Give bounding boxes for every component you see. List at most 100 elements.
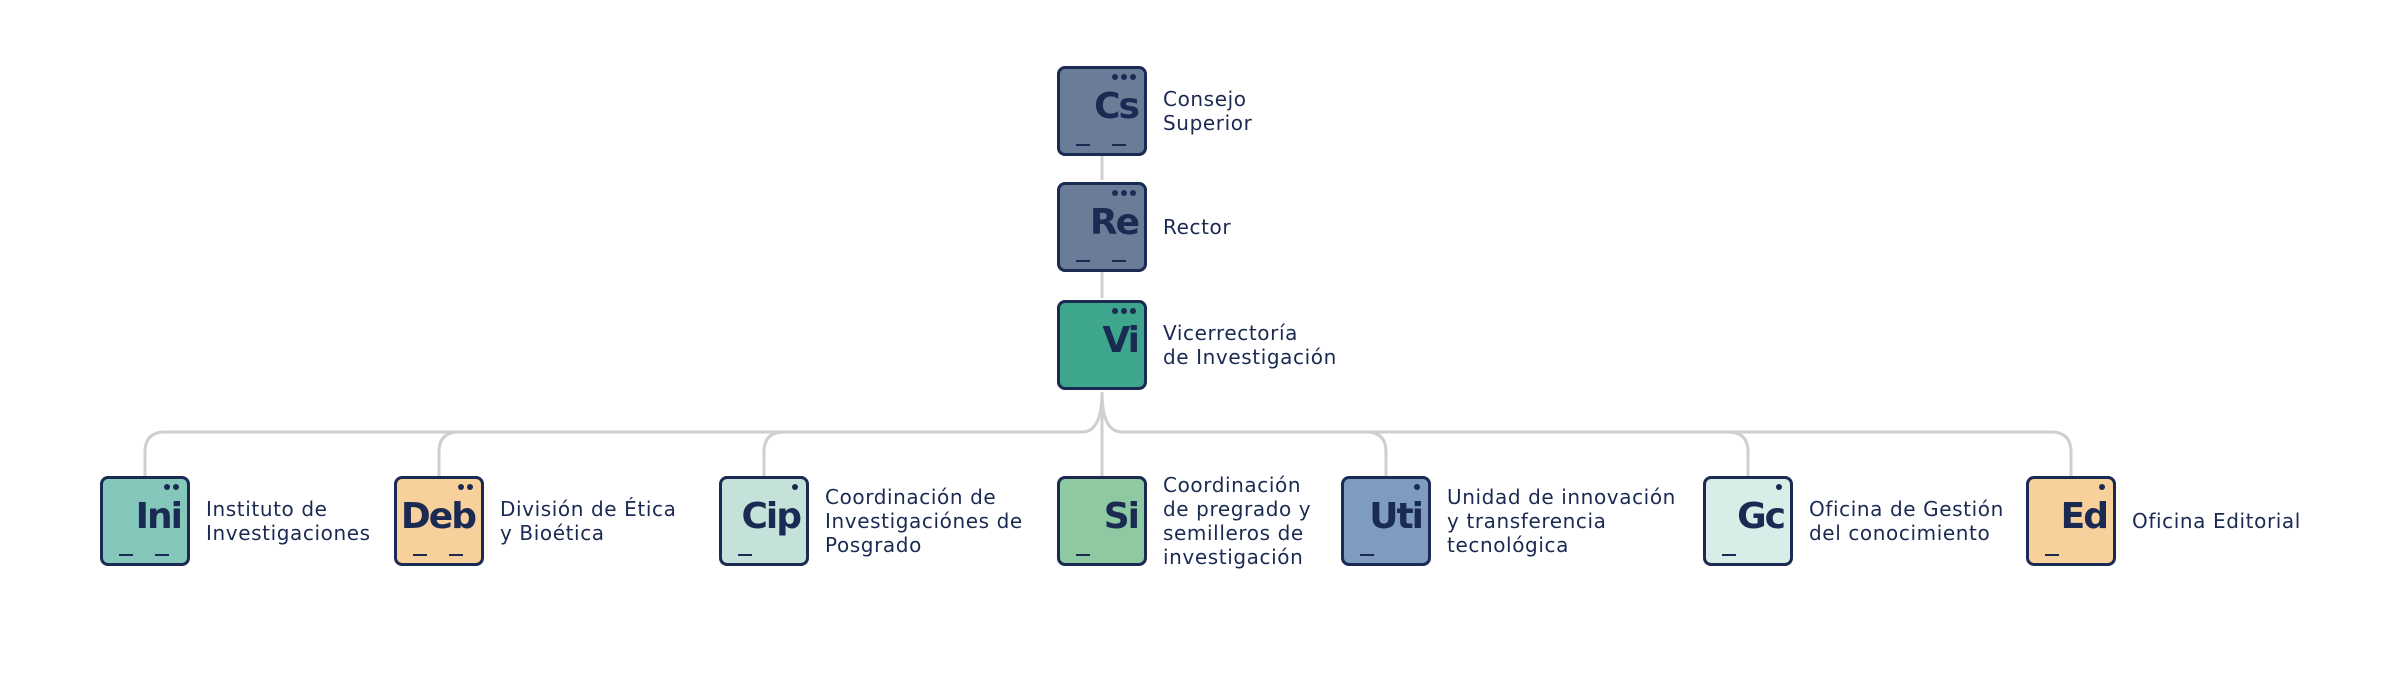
label-line: Superior [1163, 111, 1253, 135]
connector-vi-deb [437, 430, 460, 476]
dashes [2045, 554, 2059, 556]
label-line: tecnológica [1447, 533, 1569, 557]
dash-icon [449, 554, 463, 556]
dashes [413, 554, 463, 556]
dash-icon [1722, 554, 1736, 556]
connector-branch-left [143, 391, 1104, 476]
element-tile-si: Si [1057, 476, 1147, 566]
dashes [1076, 554, 1090, 556]
label-line: Oficina Editorial [2132, 509, 2301, 533]
dot-icon [467, 484, 473, 490]
tile-symbol: Uti [1369, 496, 1424, 537]
tile-symbol: Re [1089, 202, 1140, 243]
dot-icon [173, 484, 179, 490]
dots [1112, 190, 1136, 196]
label-line: Coordinación de [825, 485, 997, 509]
node-oficina-editorial: Ed Oficina Editorial [2026, 476, 2400, 572]
dash-icon [1076, 144, 1090, 146]
tile-symbol: Vi [1102, 320, 1140, 361]
dot-icon [2099, 484, 2105, 490]
dots [1414, 484, 1420, 490]
dots [792, 484, 798, 490]
dashes [119, 554, 169, 556]
dot-icon [164, 484, 170, 490]
dash-icon [155, 554, 169, 556]
label-line: Coordinación [1163, 473, 1302, 497]
label-line: Rector [1163, 215, 1232, 239]
label-line: Posgrado [825, 533, 922, 557]
label-line: Investigaciones [206, 521, 371, 545]
label-line: del conocimiento [1809, 521, 1991, 545]
element-tile-cs: Cs [1057, 66, 1147, 156]
dot-icon [1130, 190, 1136, 196]
dot-icon [1414, 484, 1420, 490]
dot-icon [1112, 74, 1118, 80]
label-line: Vicerrectoría [1163, 321, 1298, 345]
dashes [1076, 144, 1126, 146]
label-line: Instituto de [206, 497, 328, 521]
label-line: y transferencia [1447, 509, 1607, 533]
dash-icon [1076, 554, 1090, 556]
label-line: Unidad de innovación [1447, 485, 1676, 509]
connector-vi-uti [1365, 430, 1388, 476]
element-tile-gc: Gc [1703, 476, 1793, 566]
dots [458, 484, 473, 490]
connector-branch-right [1100, 391, 2073, 476]
dot-icon [1776, 484, 1782, 490]
element-tile-re: Re [1057, 182, 1147, 272]
dot-icon [1112, 308, 1118, 314]
label-line: de Investigación [1163, 345, 1337, 369]
dot-icon [1130, 74, 1136, 80]
label-line: semilleros de [1163, 521, 1304, 545]
label-line: de pregrado y [1163, 497, 1312, 521]
node-label: Oficina Editorial [2132, 476, 2301, 566]
label-line: Investigaciónes de [825, 509, 1023, 533]
dot-icon [458, 484, 464, 490]
dot-icon [1130, 308, 1136, 314]
dots [2099, 484, 2105, 490]
dash-icon [738, 554, 752, 556]
dots [1112, 74, 1136, 80]
node-rector: Re Rector [1057, 182, 1457, 278]
element-tile-ed: Ed [2026, 476, 2116, 566]
label-line: investigación [1163, 545, 1304, 569]
dots [1776, 484, 1782, 490]
element-tile-uti: Uti [1341, 476, 1431, 566]
dash-icon [2045, 554, 2059, 556]
tile-symbol: Gc [1737, 496, 1786, 537]
dashes [1076, 260, 1126, 262]
tile-symbol: Si [1103, 496, 1140, 537]
connector-vi-cip [762, 430, 785, 476]
element-tile-vi: Vi [1057, 300, 1147, 390]
dot-icon [1121, 190, 1127, 196]
dot-icon [1112, 190, 1118, 196]
dash-icon [1112, 260, 1126, 262]
dashes [1722, 554, 1736, 556]
tile-symbol: Cip [741, 496, 802, 537]
label-line: y Bioética [500, 521, 605, 545]
tile-symbol: Ed [2060, 496, 2109, 537]
label-line: Oficina de Gestión [1809, 497, 2004, 521]
dots [164, 484, 179, 490]
connector-vi-gc [1727, 430, 1750, 476]
label-line: División de Ética [500, 497, 677, 521]
dashes [738, 554, 752, 556]
dot-icon [1121, 74, 1127, 80]
node-label: Rector [1163, 182, 1231, 272]
dash-icon [1112, 144, 1126, 146]
dash-icon [119, 554, 133, 556]
dashes [1360, 554, 1374, 556]
